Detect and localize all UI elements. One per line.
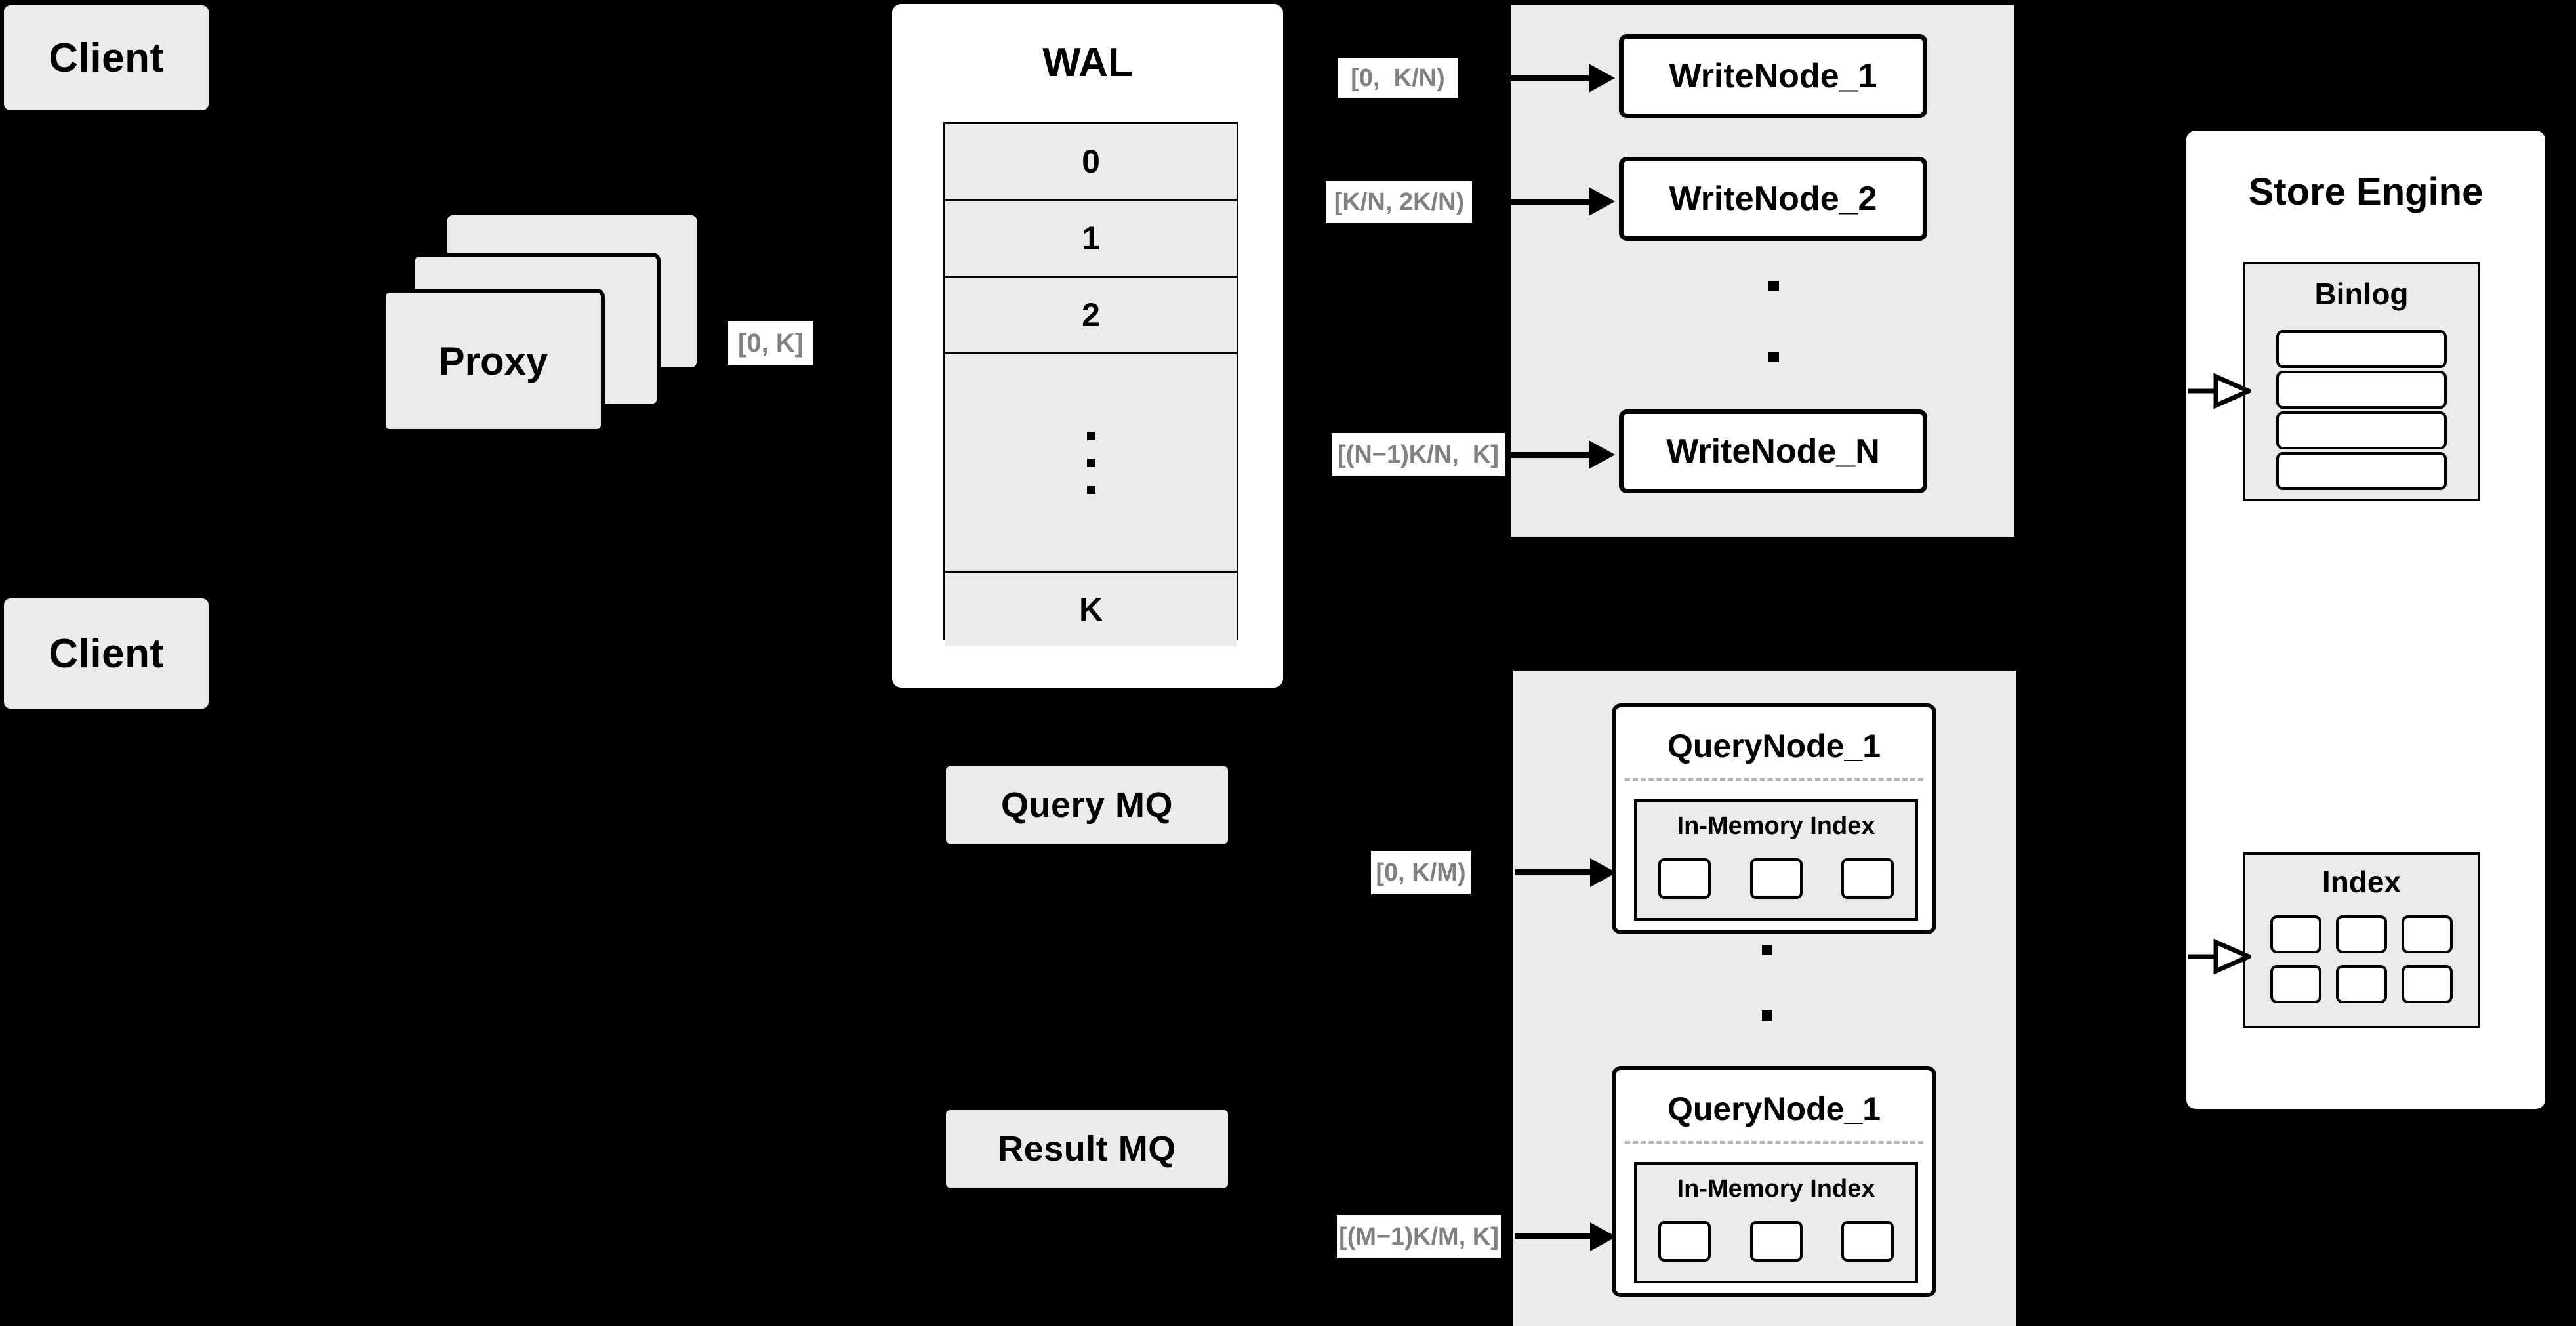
binlog-panel: Binlog: [2243, 262, 2480, 501]
index-cell[interactable]: [1658, 858, 1711, 899]
index-panel: Index: [2243, 852, 2480, 1028]
query-node-label: QueryNode_1: [1667, 1090, 1881, 1127]
open-arrow-icon: [2188, 373, 2255, 409]
index-title: Index: [2321, 865, 2402, 899]
wal-row: 1: [945, 201, 1237, 278]
in-memory-index-cells: [1658, 1221, 1894, 1262]
wal-row: 0: [945, 124, 1237, 201]
range-label-proxy-out: [0, K]: [728, 321, 813, 365]
store-engine-title: Store Engine: [2248, 171, 2484, 213]
client-label: Client: [49, 35, 164, 81]
index-grid: [2270, 915, 2453, 1003]
binlog-row[interactable]: [2276, 452, 2447, 490]
range-text: [0, K/M): [1376, 859, 1466, 886]
result-mq-box[interactable]: Result MQ: [946, 1110, 1228, 1188]
wal-title: WAL: [1042, 40, 1133, 85]
in-memory-index-title: In-Memory Index: [1677, 812, 1875, 840]
range-label-writenode-n: [(N−1)K/N, K]: [1332, 433, 1505, 476]
open-arrow-icon: [2188, 938, 2255, 975]
arrow-binlog-inflow: [2188, 373, 2255, 409]
client-box-bottom[interactable]: Client: [4, 598, 209, 709]
client-box-top[interactable]: Client: [4, 5, 209, 110]
query-node-m[interactable]: QueryNode_1 In-Memory Index: [1612, 1066, 1936, 1297]
index-cell[interactable]: [2402, 915, 2453, 953]
index-cell[interactable]: [1841, 1221, 1894, 1262]
wal-table: 0 1 2 K: [943, 122, 1238, 646]
query-mq-label: Query MQ: [1000, 785, 1174, 825]
in-memory-index-box-1: In-Memory Index: [1634, 799, 1918, 921]
query-node-1[interactable]: QueryNode_1 In-Memory Index: [1612, 703, 1936, 934]
wal-row-ellipsis: [945, 354, 1237, 573]
query-node-divider: [1625, 778, 1923, 781]
range-text: [(N−1)K/N, K]: [1338, 441, 1499, 468]
write-node-1[interactable]: WriteNode_1: [1619, 34, 1927, 118]
store-engine-panel: Store Engine Binlog Index: [2186, 131, 2545, 1109]
proxy-label: Proxy: [438, 339, 548, 383]
index-cell[interactable]: [1841, 858, 1894, 899]
index-cell[interactable]: [1749, 1221, 1803, 1262]
write-node-n[interactable]: WriteNode_N: [1619, 409, 1927, 493]
wal-entry-label: 0: [1082, 143, 1100, 180]
range-label-writenode-2: [K/N, 2K/N): [1326, 181, 1472, 223]
result-mq-label: Result MQ: [998, 1129, 1176, 1169]
wal-entry-label: K: [1078, 591, 1103, 628]
binlog-row[interactable]: [2276, 330, 2447, 368]
wal-panel: WAL 0 1 2 K: [892, 4, 1283, 688]
arrow-line-writenode-2: [1481, 199, 1593, 205]
arrow-head-writenode-n: [1589, 440, 1615, 469]
write-node-label: WriteNode_2: [1669, 180, 1877, 218]
in-memory-index-cells: [1658, 858, 1894, 899]
range-text: [0, K]: [738, 329, 804, 358]
range-text: [0, K/N): [1351, 64, 1445, 92]
query-node-label: QueryNode_1: [1667, 728, 1881, 764]
write-node-label: WriteNode_N: [1666, 432, 1880, 470]
range-label-querynode-1: [0, K/M): [1371, 851, 1471, 894]
client-label: Client: [49, 631, 164, 676]
index-cell[interactable]: [2270, 915, 2321, 953]
range-text: [(M−1)K/M, K]: [1339, 1223, 1499, 1251]
wal-entry-label: 2: [1082, 297, 1100, 333]
range-label-querynode-m: [(M−1)K/M, K]: [1337, 1215, 1501, 1258]
in-memory-index-title: In-Memory Index: [1677, 1175, 1875, 1203]
index-cell[interactable]: [2270, 965, 2321, 1003]
arrow-line-writenode-n: [1509, 452, 1593, 458]
index-cell[interactable]: [1749, 858, 1803, 899]
binlog-rows: [2276, 330, 2447, 490]
vertical-ellipsis-icon: [1086, 431, 1095, 494]
index-cell[interactable]: [2402, 965, 2453, 1003]
write-node-2[interactable]: WriteNode_2: [1619, 157, 1927, 241]
range-text: [K/N, 2K/N): [1334, 188, 1465, 216]
query-mq-box[interactable]: Query MQ: [946, 766, 1228, 844]
index-cell[interactable]: [1658, 1221, 1711, 1262]
arrow-line-querynode-m: [1515, 1233, 1594, 1239]
proxy-card-front[interactable]: Proxy: [382, 289, 605, 433]
in-memory-index-box-2: In-Memory Index: [1634, 1162, 1918, 1283]
query-node-divider: [1625, 1141, 1923, 1144]
write-node-label: WriteNode_1: [1669, 57, 1877, 95]
range-label-writenode-1: [0, K/N): [1338, 58, 1458, 98]
binlog-title: Binlog: [2314, 277, 2409, 311]
index-cell[interactable]: [2336, 915, 2387, 953]
arrow-line-writenode-1: [1481, 75, 1593, 81]
index-cell[interactable]: [2336, 965, 2387, 1003]
arrow-line-querynode-1: [1515, 869, 1594, 875]
arrow-head-writenode-1: [1589, 64, 1615, 93]
binlog-row[interactable]: [2276, 371, 2447, 409]
arrow-index-inflow: [2188, 938, 2255, 975]
binlog-row[interactable]: [2276, 411, 2447, 449]
arrow-head-writenode-2: [1589, 187, 1615, 216]
wal-entry-label: 1: [1082, 220, 1100, 257]
wal-row: 2: [945, 278, 1237, 354]
wal-row: K: [945, 573, 1237, 646]
